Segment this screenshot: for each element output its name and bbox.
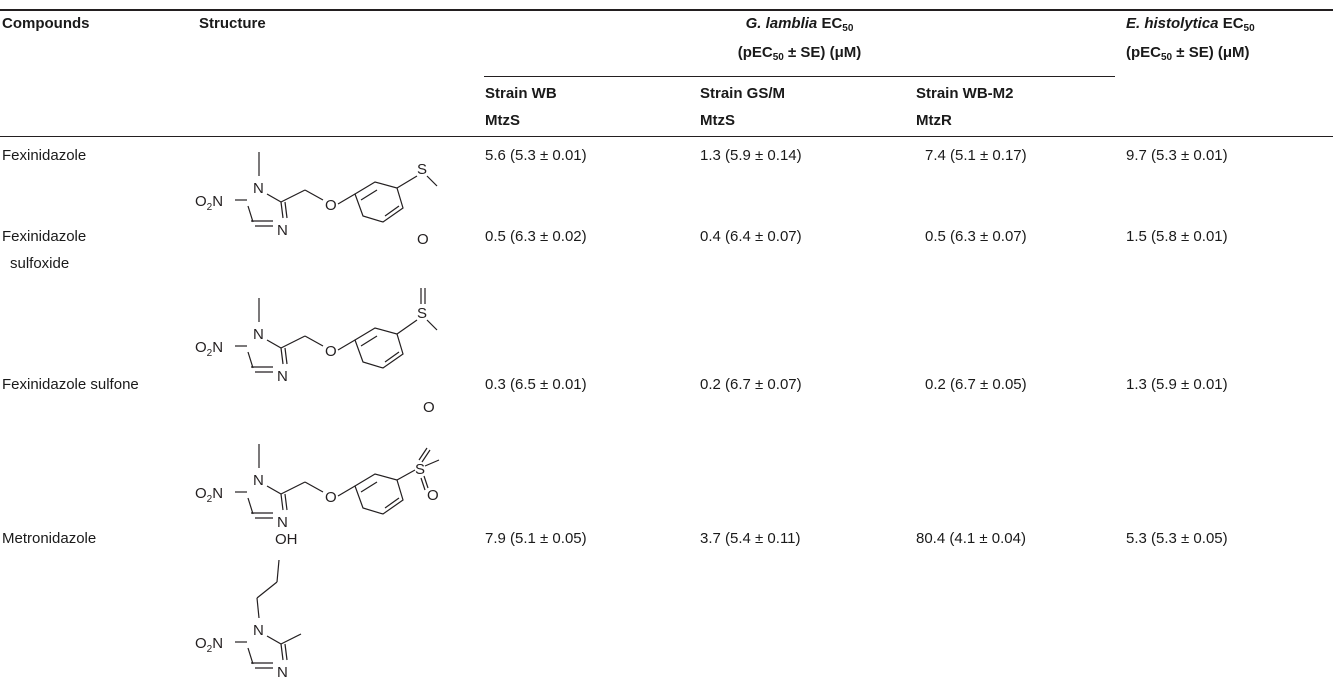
strain-wbm2-name: Strain WB-M2: [916, 85, 1014, 102]
header-glamblia-unit: (pEC50 ± SE) (μM): [737, 44, 862, 63]
strain-wbm2-type: MtzR: [916, 112, 952, 129]
header-bottom-rule: [0, 136, 1333, 137]
svg-text:O: O: [427, 487, 439, 504]
svg-text:O: O: [423, 399, 435, 416]
row-4-ehist: 5.3 (5.3 ± 0.05): [1126, 530, 1228, 547]
row-1-compound: Fexinidazole: [2, 147, 87, 164]
svg-text:O: O: [325, 489, 337, 506]
svg-text:N: N: [253, 326, 264, 343]
row-4-wb: 7.9 (5.1 ± 0.05): [485, 530, 587, 547]
row-2-gsm: 0.4 (6.4 ± 0.07): [700, 228, 802, 245]
svg-text:O2N: O2N: [195, 635, 223, 655]
row-3-gsm: 0.2 (6.7 ± 0.07): [700, 376, 802, 393]
svg-text:O2N: O2N: [195, 193, 223, 213]
row-1-gsm: 1.3 (5.9 ± 0.14): [700, 147, 802, 164]
row-3-wbm2: 0.2 (6.7 ± 0.05): [925, 376, 1027, 393]
header-compounds: Compounds: [2, 15, 90, 32]
header-ehist: E. histolytica EC50: [1126, 15, 1255, 34]
row-2-ehist: 1.5 (5.8 ± 0.01): [1126, 228, 1228, 245]
row-4-wbm2: 80.4 (4.1 ± 0.04): [916, 530, 1026, 547]
strain-gsm-type: MtzS: [700, 112, 735, 129]
structure-metronidazole: O2N N OH N: [195, 531, 302, 681]
svg-text:O2N: O2N: [195, 485, 223, 505]
svg-text:S: S: [415, 461, 425, 478]
svg-text:N: N: [277, 222, 288, 239]
svg-text:S: S: [417, 161, 427, 178]
header-structure: Structure: [199, 15, 266, 32]
header-glamblia: G. lamblia EC50: [745, 15, 854, 34]
structure-fexinidazole-sulfoxide: O2N N N O S O: [195, 231, 438, 385]
svg-text:N: N: [277, 368, 288, 385]
row-2-compound: Fexinidazole: [2, 228, 87, 245]
header-ehist-unit: (pEC50 ± SE) (μM): [1126, 44, 1250, 63]
row-3-wb: 0.3 (6.5 ± 0.01): [485, 376, 587, 393]
svg-text:OH: OH: [275, 531, 298, 548]
strain-wb-type: MtzS: [485, 112, 520, 129]
svg-text:N: N: [277, 664, 288, 681]
svg-text:S: S: [417, 305, 427, 322]
row-1-wbm2: 7.4 (5.1 ± 0.17): [925, 147, 1027, 164]
row-4-gsm: 3.7 (5.4 ± 0.11): [700, 530, 801, 547]
svg-text:N: N: [253, 180, 264, 197]
svg-text:O: O: [325, 343, 337, 360]
svg-text:N: N: [253, 622, 264, 639]
top-rule: [0, 9, 1333, 11]
row-4-compound: Metronidazole: [2, 530, 97, 547]
row-2-wbm2: 0.5 (6.3 ± 0.07): [925, 228, 1027, 245]
strain-wb-name: Strain WB: [485, 85, 557, 102]
row-2-compound-line2: sulfoxide: [10, 255, 70, 272]
row-3-compound: Fexinidazole sulfone: [2, 376, 139, 393]
svg-text:N: N: [253, 472, 264, 489]
structure-fexinidazole: O2N N N O S: [195, 152, 438, 239]
strain-gsm-name: Strain GS/M: [700, 85, 786, 102]
row-1-ehist: 9.7 (5.3 ± 0.01): [1126, 147, 1228, 164]
svg-text:O: O: [325, 197, 337, 214]
svg-text:O2N: O2N: [195, 339, 223, 359]
glamblia-rule: [484, 76, 1115, 77]
row-3-ehist: 1.3 (5.9 ± 0.01): [1126, 376, 1228, 393]
svg-text:N: N: [277, 514, 288, 531]
svg-text:O: O: [417, 231, 429, 248]
structure-fexinidazole-sulfone: O2N N N O S O O: [195, 399, 440, 531]
row-2-wb: 0.5 (6.3 ± 0.02): [485, 228, 587, 245]
row-1-wb: 5.6 (5.3 ± 0.01): [485, 147, 587, 164]
